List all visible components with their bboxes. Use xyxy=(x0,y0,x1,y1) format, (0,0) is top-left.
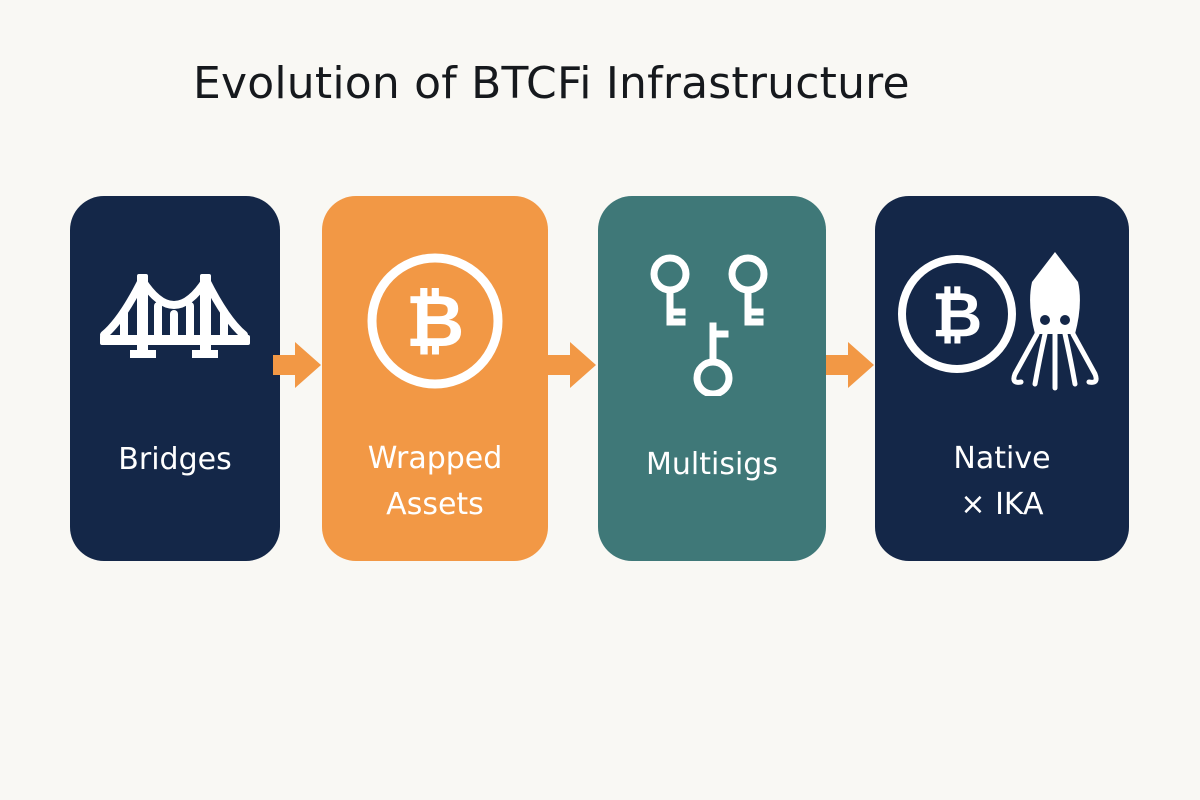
diagram-title: Evolution of BTCFi Infrastructure xyxy=(193,58,910,109)
arrow-right-icon xyxy=(826,342,874,388)
bitcoin-squid-icon: ₿ xyxy=(898,252,1099,391)
arrow-right-icon xyxy=(548,342,596,388)
stage-label: Multisigs xyxy=(646,447,778,482)
stage-card-bridges: Bridges xyxy=(70,196,280,561)
svg-text:₿: ₿ xyxy=(406,279,465,363)
stage-card-wrapped-assets: ₿ Wrapped Assets xyxy=(322,196,548,561)
stage-label: Wrapped Assets xyxy=(367,441,503,522)
stage-label: Native × IKA xyxy=(953,441,1051,522)
bitcoin-icon: ₿ xyxy=(367,253,503,389)
arrow-right-icon xyxy=(273,342,321,388)
svg-text:₿: ₿ xyxy=(932,278,983,351)
stage-card-multisigs: Multisigs xyxy=(598,196,826,561)
bridge-icon xyxy=(100,274,250,358)
stage-card-native-ika: ₿ Native × IKA xyxy=(875,196,1129,561)
squid-icon xyxy=(1011,252,1099,391)
stage-label: Bridges xyxy=(118,442,232,477)
keys-icon xyxy=(650,254,768,396)
bitcoin-icon: ₿ xyxy=(898,255,1016,373)
